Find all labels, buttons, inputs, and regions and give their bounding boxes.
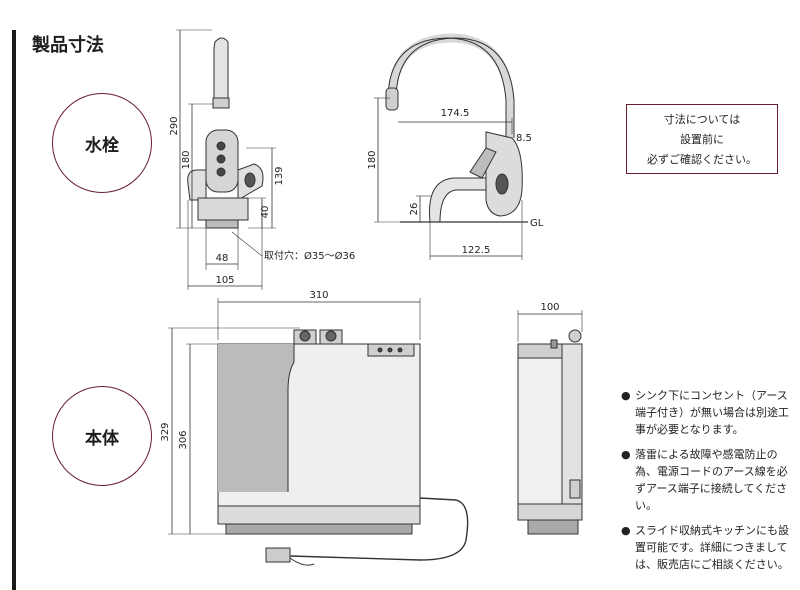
dim-faucet-height-spout: 180 xyxy=(181,150,192,169)
note-bullet: ● xyxy=(621,389,631,402)
note-box-line: 設置前に xyxy=(680,133,724,146)
faucet-side-lever xyxy=(469,147,497,179)
page-title: 製品寸法 xyxy=(32,35,104,56)
faucet-spout-pipe xyxy=(213,37,229,101)
body-front-window xyxy=(218,344,294,492)
faucet-base xyxy=(197,197,249,221)
body-front-view xyxy=(168,298,469,566)
valve-knob-icon xyxy=(325,330,337,342)
faucet-lever-icon xyxy=(244,172,256,188)
faucet-button-icon xyxy=(216,141,226,151)
note-item: ● スライド収納式キッチンにも設置可能です。詳細につきましては、販売店にご相談く… xyxy=(621,522,793,573)
faucet-gooseneck-fill xyxy=(387,33,515,138)
faucet-button-icon xyxy=(216,154,226,164)
faucet-button-icon xyxy=(216,167,226,177)
body-side-foot xyxy=(527,519,579,535)
valve-knob-icon xyxy=(299,330,311,342)
ground-line-label: GL xyxy=(530,218,544,229)
notes-list: ● シンク下にコンセント（アース端子付き）が無い場合は別途工事が必要となります。… xyxy=(621,387,793,581)
body-section-label: 本体 xyxy=(52,386,152,486)
faucet-section-label: 水栓 xyxy=(52,93,152,193)
dim-faucet-width-base: 48 xyxy=(216,253,229,264)
body-front-foot xyxy=(225,523,413,535)
dim-faucet-head-offset: 8.5 xyxy=(516,133,532,144)
note-bullet: ● xyxy=(621,448,631,461)
note-text: 落雷による故障や感電防止の為、電源コードのアース線を必ずアース端子に接続してくだ… xyxy=(635,448,788,512)
faucet-mount xyxy=(205,219,239,229)
note-text: シンク下にコンセント（アース端子付き）が無い場合は別途工事が必要となります。 xyxy=(635,389,789,436)
body-side-connector xyxy=(550,339,558,349)
faucet-side-base-arm xyxy=(429,177,487,223)
dim-mounting-hole: 取付穴：Ø35～Ø36 xyxy=(264,249,355,262)
faucet-front-view xyxy=(176,29,276,290)
note-box-line: 寸法については xyxy=(663,113,741,126)
section-divider-bar xyxy=(12,30,16,590)
faucet-side-button-icon xyxy=(495,173,509,195)
dim-body-height: 306 xyxy=(178,430,189,449)
dim-faucet-height-handle: 139 xyxy=(274,166,285,185)
dim-faucet-height-base: 40 xyxy=(260,206,271,219)
dim-faucet-height-total: 290 xyxy=(169,116,180,135)
dim-faucet-reach: 174.5 xyxy=(441,108,470,119)
dim-body-depth: 100 xyxy=(540,302,559,313)
faucet-spout-joint xyxy=(212,97,230,109)
body-side-valve xyxy=(568,329,582,343)
body-side-socket xyxy=(569,479,581,499)
note-box-line: 必ずご確認ください。 xyxy=(647,153,757,166)
dim-faucet-side-height: 180 xyxy=(367,150,378,169)
dim-body-width: 310 xyxy=(309,290,328,301)
faucet-left-handle xyxy=(187,169,207,201)
faucet-side-body xyxy=(485,131,523,217)
power-cord xyxy=(289,497,469,561)
note-text: スライド収納式キッチンにも設置可能です。詳細につきましては、販売店にご相談くださ… xyxy=(635,524,789,571)
note-item: ● シンク下にコンセント（アース端子付き）が無い場合は別途工事が必要となります。 xyxy=(621,387,793,438)
power-plug-icon xyxy=(265,547,291,563)
body-side-base xyxy=(517,503,583,521)
faucet-spray-head xyxy=(385,87,399,111)
note-bullet: ● xyxy=(621,524,631,537)
faucet-section-label-text: 水栓 xyxy=(85,135,119,156)
dim-faucet-width-total: 105 xyxy=(215,275,234,286)
faucet-side-view xyxy=(374,33,528,260)
body-front-base xyxy=(217,505,421,525)
body-side-view xyxy=(517,310,583,535)
note-item: ● 落雷による故障や感電防止の為、電源コードのアース線を必ずアース端子に接続して… xyxy=(621,446,793,514)
dimension-note-box: 寸法については 設置前に 必ずご確認ください。 xyxy=(626,104,778,174)
body-section-label-text: 本体 xyxy=(85,428,119,449)
dim-body-height-total: 329 xyxy=(160,422,171,441)
dim-faucet-depth: 122.5 xyxy=(462,245,491,256)
dim-faucet-side-base: 26 xyxy=(409,203,420,216)
